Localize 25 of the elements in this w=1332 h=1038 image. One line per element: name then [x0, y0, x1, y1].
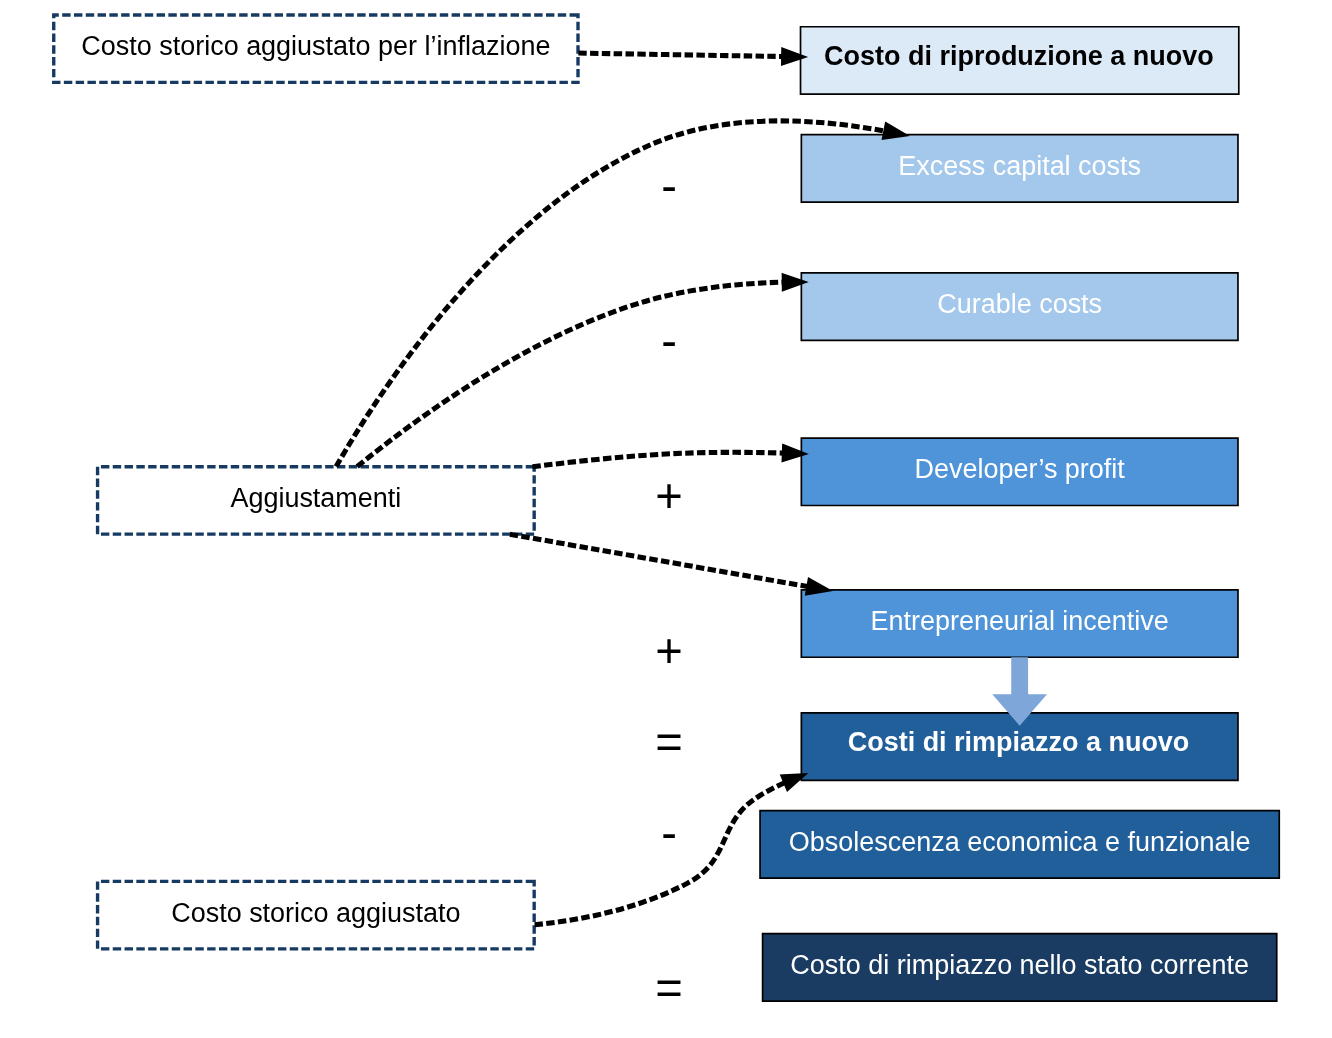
arrow	[355, 272, 809, 469]
arrow	[508, 531, 833, 596]
arrow	[533, 772, 808, 928]
node-box: Costo di riproduzione a nuovo	[799, 25, 1240, 96]
node-box: Costi di rimpiazzo a nuovo	[800, 712, 1239, 782]
label: -	[660, 806, 677, 860]
node-box: Developer’s profit	[800, 437, 1239, 507]
arrow	[991, 657, 1047, 726]
label: =	[654, 715, 683, 769]
arrow	[531, 443, 809, 470]
label: -	[660, 158, 677, 212]
arrow	[577, 47, 808, 66]
label: -	[660, 314, 677, 367]
node-box: Aggiustamenti	[95, 465, 536, 536]
node-box: Obsolescenza economica e funzionale	[758, 809, 1280, 879]
label: +	[654, 469, 683, 523]
node-box: Costo storico aggiustato	[95, 879, 536, 951]
arrow	[333, 118, 910, 468]
node-box: Entrepreneurial incentive	[800, 588, 1239, 659]
node-box: Curable costs	[800, 272, 1239, 342]
node-box: Costo storico aggiustato per l’inflazione	[51, 13, 580, 85]
node-box: Costo di rimpiazzo nello stato corrente	[761, 932, 1278, 1002]
label: =	[654, 961, 683, 1015]
node-box: Excess capital costs	[800, 133, 1239, 203]
label: +	[654, 624, 683, 678]
